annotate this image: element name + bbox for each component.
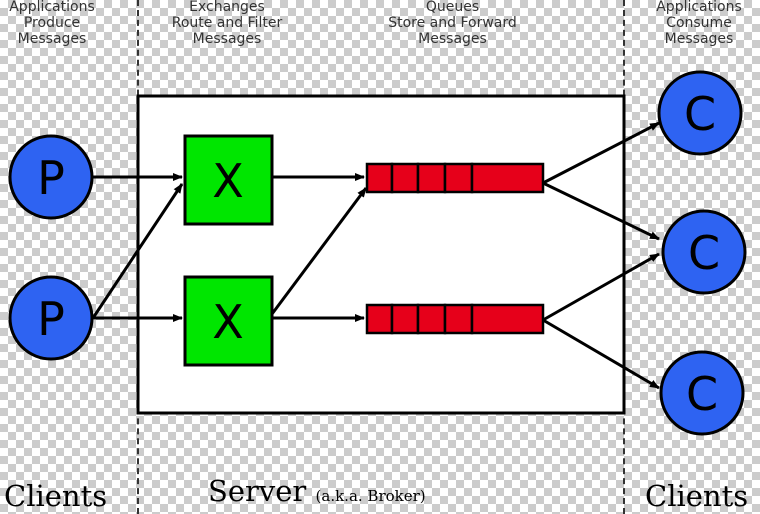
queues-header: Queues Store and Forward Messages xyxy=(370,0,535,47)
queue-cell xyxy=(390,303,420,335)
consumers-header-line1: Applications xyxy=(656,0,742,15)
queue xyxy=(365,303,545,335)
consumer-node: C xyxy=(657,70,743,156)
exchanges-header-line3: Messages xyxy=(192,31,262,47)
consumers-header-line2: Consume xyxy=(666,15,732,31)
exchange-node: X xyxy=(183,275,274,367)
queues-header-line2: Store and Forward xyxy=(388,15,517,31)
exchange-node: X xyxy=(183,134,274,226)
arrow-q1-c2 xyxy=(542,181,660,241)
arrow-p2-x1 xyxy=(91,183,184,319)
consumer-node: C xyxy=(659,350,745,436)
queues-header-line1: Queues xyxy=(425,0,480,15)
queue-cell xyxy=(443,303,474,335)
server-label-text: Server xyxy=(208,474,307,508)
producer-circle xyxy=(8,134,94,220)
consumers-header-line3: Messages xyxy=(664,31,734,47)
consumer-label: C xyxy=(686,367,718,421)
queue-cell xyxy=(365,162,394,194)
exchanges-header-line2: Route and Filter xyxy=(171,15,283,31)
arrow-q2-c3 xyxy=(542,318,660,390)
clients-left-label: Clients xyxy=(4,479,108,513)
exchange-label: X xyxy=(212,154,244,208)
consumer-circle xyxy=(659,350,745,436)
producer-node: P xyxy=(8,275,94,361)
consumer-node: C xyxy=(661,209,747,295)
consumer-label: C xyxy=(688,226,720,280)
queue xyxy=(365,162,545,194)
queue-cell xyxy=(416,162,447,194)
queue-cell xyxy=(470,162,545,194)
consumers-header: Applications Consume Messages xyxy=(640,0,758,47)
queues-header-line3: Messages xyxy=(418,31,487,47)
queue-cell xyxy=(443,162,474,194)
producers-header-line3: Messages xyxy=(17,31,87,47)
arrow-x2-q1 xyxy=(270,187,368,315)
producers-header-line2: Produce xyxy=(23,15,81,31)
exchange-label: X xyxy=(212,295,244,349)
producer-label: P xyxy=(37,151,65,205)
queue-cell xyxy=(470,303,545,335)
exchanges-header: Exchanges Route and Filter Messages xyxy=(152,0,302,47)
queue-cell xyxy=(416,303,447,335)
clients-right-label: Clients xyxy=(645,479,749,513)
consumer-label: C xyxy=(684,87,716,141)
producers-header-line1: Applications xyxy=(9,0,95,15)
queue-cell xyxy=(365,303,394,335)
exchange-box xyxy=(183,275,274,367)
broker-note: (a.k.a. Broker) xyxy=(315,487,426,505)
consumer-circle xyxy=(661,209,747,295)
arrow-q2-c2 xyxy=(542,252,660,322)
exchange-box xyxy=(183,134,274,226)
arrow-q1-c1 xyxy=(542,121,660,185)
exchanges-header-line1: Exchanges xyxy=(189,0,265,15)
producers-header: Applications Produce Messages xyxy=(2,0,102,47)
consumer-circle xyxy=(657,70,743,156)
producer-circle xyxy=(8,275,94,361)
producer-label: P xyxy=(37,292,65,346)
server-label: Server (a.k.a. Broker) xyxy=(208,475,426,512)
queue-cell xyxy=(390,162,420,194)
producer-node: P xyxy=(8,134,94,220)
